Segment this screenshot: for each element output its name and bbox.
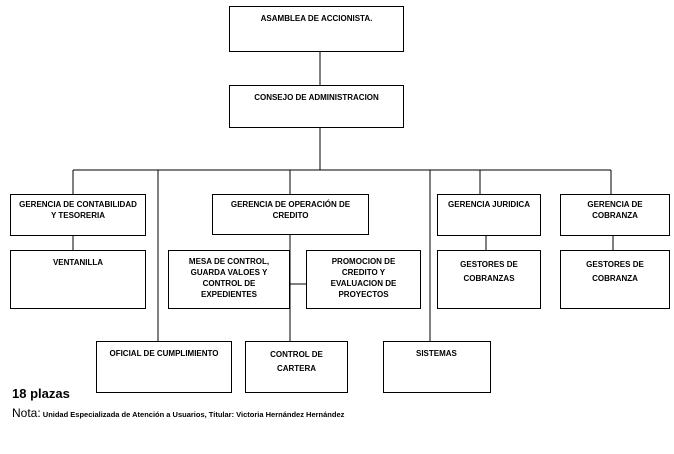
node-operacion: GERENCIA DE OPERACIÓN DE CREDITO <box>212 194 369 235</box>
node-operacion-line-1: GERENCIA DE OPERACIÓN DE <box>230 200 351 209</box>
node-ventanilla-label: VENTANILLA <box>52 258 104 267</box>
node-cobranza-line-2: COBRANZA <box>592 211 638 220</box>
node-mesa-line-2: GUARDA VALOES Y <box>190 268 268 277</box>
node-control-cartera-line-2: CARTERA <box>276 364 317 373</box>
node-gestores-cobranzas-line-1: GESTORES DE <box>460 260 518 269</box>
node-ventanilla: VENTANILLA <box>10 250 146 309</box>
node-operacion-line-2: CREDITO <box>272 211 309 220</box>
node-juridica: GERENCIA JURIDICA <box>437 194 541 236</box>
node-promocion-line-3: EVALUACION DE <box>330 279 397 288</box>
note-text: Unidad Especializada de Atención a Usuar… <box>40 410 345 419</box>
node-control-cartera-line-1: CONTROL DE <box>270 350 323 359</box>
node-gestores-cobranzas: GESTORES DE COBRANZAS <box>437 250 541 309</box>
footer-note: Nota: Unidad Especializada de Atención a… <box>12 406 344 420</box>
node-contabilidad-line-2: Y TESORERIA <box>50 211 106 220</box>
node-asamblea: ASAMBLEA DE ACCIONISTA. <box>229 6 404 52</box>
node-contabilidad-line-1: GERENCIA DE CONTABILIDAD <box>19 200 137 209</box>
node-mesa-line-1: MESA DE CONTROL, <box>188 257 270 266</box>
node-gestores-cobranza-line-1: GESTORES DE <box>586 260 644 269</box>
node-promocion-line-2: CREDITO Y <box>341 268 386 277</box>
node-mesa-line-3: CONTROL DE <box>202 279 256 288</box>
node-consejo: CONSEJO DE ADMINISTRACION <box>229 85 404 128</box>
node-mesa-control: MESA DE CONTROL, GUARDA VALOES Y CONTROL… <box>168 250 290 309</box>
node-control-cartera: CONTROL DE CARTERA <box>245 341 348 393</box>
node-consejo-label: CONSEJO DE ADMINISTRACION <box>254 93 379 102</box>
node-cobranza-line-1: GERENCIA DE <box>587 200 643 209</box>
node-promocion-line-1: PROMOCION DE <box>331 257 396 266</box>
node-promocion-line-4: PROYECTOS <box>338 290 389 299</box>
note-label: Nota: <box>12 406 41 420</box>
node-asamblea-label: ASAMBLEA DE ACCIONISTA. <box>260 14 373 23</box>
node-mesa-line-4: EXPEDIENTES <box>200 290 257 299</box>
node-oficial: OFICIAL DE CUMPLIMIENTO <box>96 341 232 393</box>
node-gestores-cobranza: GESTORES DE COBRANZA <box>560 250 670 309</box>
node-oficial-label: OFICIAL DE CUMPLIMIENTO <box>109 349 219 358</box>
node-sistemas: SISTEMAS <box>383 341 491 393</box>
plazas-count: 18 plazas <box>12 386 70 401</box>
node-gestores-cobranzas-line-2: COBRANZAS <box>463 274 515 283</box>
node-sistemas-label: SISTEMAS <box>416 349 457 358</box>
node-contabilidad: GERENCIA DE CONTABILIDAD Y TESORERIA <box>10 194 146 236</box>
node-juridica-label: GERENCIA JURIDICA <box>448 200 530 209</box>
node-promocion: PROMOCION DE CREDITO Y EVALUACION DE PRO… <box>306 250 421 309</box>
node-cobranza: GERENCIA DE COBRANZA <box>560 194 670 236</box>
node-gestores-cobranza-line-2: COBRANZA <box>592 274 638 283</box>
